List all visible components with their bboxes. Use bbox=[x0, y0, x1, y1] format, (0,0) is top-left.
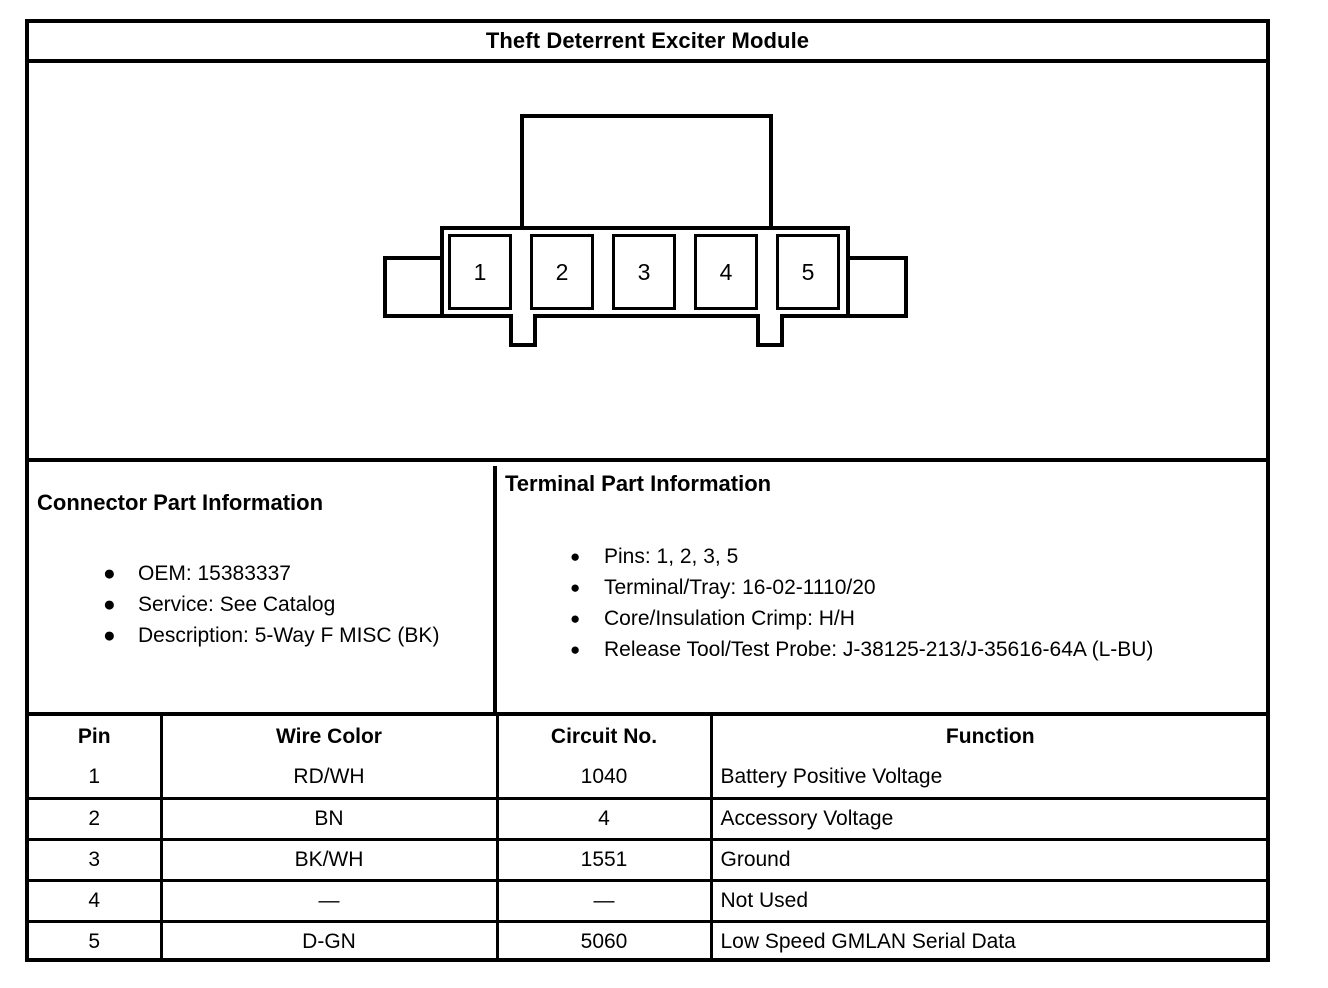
table-row: 1 RD/WH 1040 Battery Positive Voltage bbox=[29, 757, 1266, 800]
page-title: Theft Deterrent Exciter Module bbox=[485, 28, 810, 53]
connector-face-view: 1 2 3 4 5 bbox=[378, 114, 913, 369]
pin-cavity-1: 1 bbox=[448, 234, 512, 310]
list-item-label: Description: 5-Way F MISC (BK) bbox=[138, 624, 440, 647]
pinout-table-head: Pin Wire Color Circuit No. Function bbox=[29, 716, 1266, 757]
list-item: ● Description: 5-Way F MISC (BK) bbox=[89, 620, 439, 651]
pin-cavity-row: 1 2 3 4 5 bbox=[448, 234, 842, 310]
cell-pin: 1 bbox=[29, 757, 163, 800]
module-title-bar: Theft Deterrent Exciter Module bbox=[29, 23, 1266, 63]
cell-circuit-no: 1040 bbox=[497, 757, 713, 800]
bullet-icon: ● bbox=[570, 578, 581, 597]
pinout-table: Pin Wire Color Circuit No. Function 1 RD… bbox=[29, 716, 1266, 962]
pin-cavity-2: 2 bbox=[530, 234, 594, 310]
pin-cavity-4: 4 bbox=[694, 234, 758, 310]
list-item-label: Release Tool/Test Probe: J-38125-213/J-3… bbox=[604, 638, 1154, 661]
column-header-circuit-no: Circuit No. bbox=[497, 716, 713, 757]
bullet-icon: ● bbox=[570, 547, 581, 566]
table-row: 4 — — Not Used bbox=[29, 880, 1266, 923]
cell-function: Ground bbox=[711, 839, 1266, 882]
connector-lock-tab-right bbox=[756, 314, 784, 347]
connector-part-information-list: ● OEM: 15383337 ● Service: See Catalog ● De… bbox=[89, 558, 439, 651]
cell-circuit-no: 5060 bbox=[497, 921, 713, 962]
terminal-part-information-list: ● Pins: 1, 2, 3, 5 ● Terminal/Tray: 16-02-… bbox=[552, 541, 1153, 665]
cell-wire-color: BN bbox=[161, 798, 499, 841]
pin-cavity-5: 5 bbox=[776, 234, 840, 310]
cell-wire-color: D-GN bbox=[161, 921, 499, 962]
list-item-label: Pins: 1, 2, 3, 5 bbox=[604, 545, 739, 568]
cell-function: Not Used bbox=[711, 880, 1266, 923]
list-item: ● Terminal/Tray: 16-02-1110/20 bbox=[552, 572, 1153, 603]
list-item: ● Release Tool/Test Probe: J-38125-213/J-… bbox=[552, 634, 1153, 665]
connector-top-shroud bbox=[520, 114, 773, 232]
pinout-table-body: 1 RD/WH 1040 Battery Positive Voltage 2 … bbox=[29, 757, 1266, 962]
part-information-row: Connector Part Information ● OEM: 1538333… bbox=[29, 466, 1266, 716]
bullet-icon: ● bbox=[570, 640, 581, 659]
list-item: ● Pins: 1, 2, 3, 5 bbox=[552, 541, 1153, 572]
list-item-label: Core/Insulation Crimp: H/H bbox=[604, 607, 855, 630]
list-item-label: OEM: 15383337 bbox=[138, 562, 291, 585]
terminal-part-information-panel: Terminal Part Information ● Pins: 1, 2, 3… bbox=[497, 466, 1266, 712]
cell-circuit-no: 1551 bbox=[497, 839, 713, 882]
cell-wire-color: BK/WH bbox=[161, 839, 499, 882]
list-item: ● Core/Insulation Crimp: H/H bbox=[552, 603, 1153, 634]
cell-wire-color: — bbox=[161, 880, 499, 923]
bullet-icon: ● bbox=[103, 593, 116, 616]
bullet-icon: ● bbox=[103, 624, 116, 647]
column-header-pin: Pin bbox=[29, 716, 163, 757]
terminal-part-information-heading: Terminal Part Information bbox=[505, 471, 772, 496]
cell-function: Battery Positive Voltage bbox=[711, 757, 1266, 800]
cell-circuit-no: 4 bbox=[497, 798, 713, 841]
list-item-label: Service: See Catalog bbox=[138, 593, 336, 616]
table-row: 3 BK/WH 1551 Ground bbox=[29, 839, 1266, 882]
cell-pin: 5 bbox=[29, 921, 163, 962]
pin-cavity-3: 3 bbox=[612, 234, 676, 310]
table-row: 5 D-GN 5060 Low Speed GMLAN Serial Data bbox=[29, 921, 1266, 962]
cell-circuit-no: — bbox=[497, 880, 713, 923]
list-item-label: Terminal/Tray: 16-02-1110/20 bbox=[604, 576, 876, 599]
cell-pin: 2 bbox=[29, 798, 163, 841]
list-item: ● Service: See Catalog bbox=[89, 589, 439, 620]
table-header-row: Pin Wire Color Circuit No. Function bbox=[29, 716, 1266, 757]
list-item: ● OEM: 15383337 bbox=[89, 558, 439, 589]
bullet-icon: ● bbox=[103, 562, 116, 585]
connector-part-information-panel: Connector Part Information ● OEM: 1538333… bbox=[29, 466, 497, 712]
connector-lock-tab-left bbox=[509, 314, 537, 347]
connector-diagram-panel: 1 2 3 4 5 bbox=[29, 63, 1266, 462]
cell-function: Accessory Voltage bbox=[711, 798, 1266, 841]
column-header-wire-color: Wire Color bbox=[161, 716, 499, 757]
cell-pin: 3 bbox=[29, 839, 163, 882]
column-header-function: Function bbox=[945, 724, 1035, 748]
cell-pin: 4 bbox=[29, 880, 163, 923]
connector-part-information-heading: Connector Part Information bbox=[37, 490, 324, 515]
table-row: 2 BN 4 Accessory Voltage bbox=[29, 798, 1266, 841]
bullet-icon: ● bbox=[570, 609, 581, 628]
cell-wire-color: RD/WH bbox=[161, 757, 499, 800]
module-card: Theft Deterrent Exciter Module 1 2 3 4 5 bbox=[25, 19, 1270, 962]
cell-function: Low Speed GMLAN Serial Data bbox=[720, 930, 1016, 954]
